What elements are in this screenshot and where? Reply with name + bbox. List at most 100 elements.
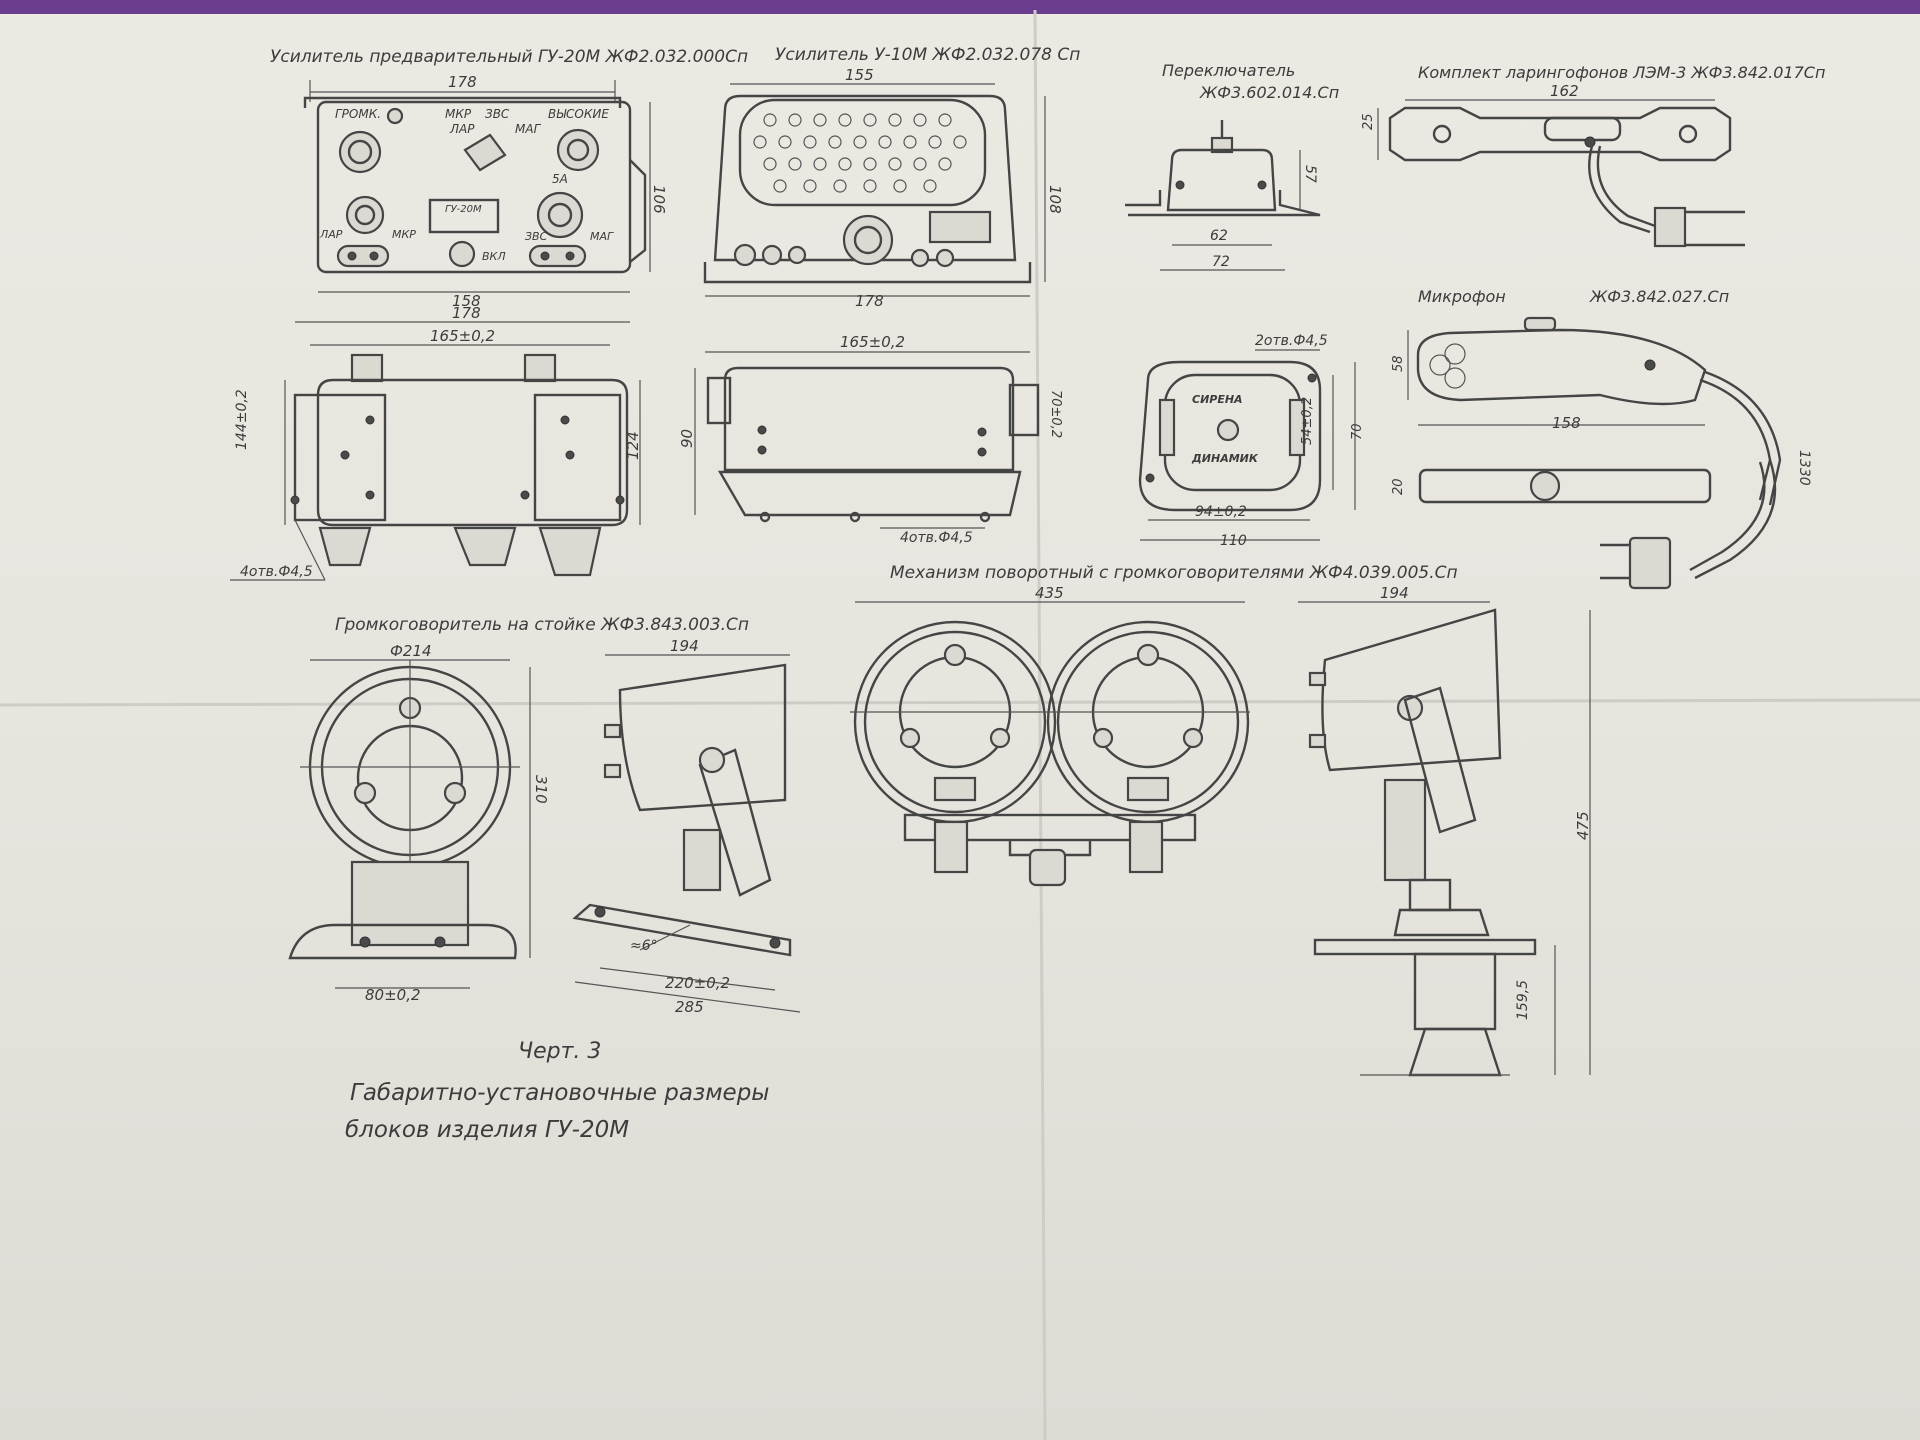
selector-knob [463, 133, 507, 172]
mic-side-height: 20 [1391, 478, 1406, 495]
preamp-front-panel [316, 100, 632, 274]
amp-group: Усилитель У-10М ЖФ2.032.078 Сп 155 108 1… [678, 45, 1080, 546]
mic-cable-length: 1330 [1796, 450, 1812, 486]
caption-group: Черт. 3 Габаритно-установочные размеры б… [345, 1039, 769, 1143]
speaker-mount-spacing: 220±0,2 [665, 974, 730, 992]
speaker-stand [350, 860, 470, 947]
caption-description-line2: блоков изделия ГУ-20М [345, 1117, 629, 1143]
mechanism-group: Механизм поворотный с громкоговорителями… [850, 563, 1592, 1077]
mechanism-side-horn [1321, 608, 1502, 772]
speaker-height: 310 [532, 775, 550, 804]
speaker-angle: ≈6° [630, 938, 658, 954]
laryngo-length: 162 [1550, 82, 1579, 100]
mechanism-title: Механизм поворотный с громкоговорителями… [890, 563, 1458, 583]
amp-top-holes: 4отв.Ф4,5 [900, 530, 973, 546]
speaker-group: Громкоговоритель на стойке ЖФ3.843.003.С… [288, 615, 801, 1016]
caption-description-line1: Габаритно-установочные размеры [350, 1080, 769, 1106]
switch-top-holes: 2отв.Ф4,5 [1255, 333, 1328, 349]
paper-sheet [0, 14, 1920, 1440]
mic-plug [1628, 536, 1672, 590]
speaker-length: 285 [675, 998, 704, 1016]
microphone-body [1416, 328, 1707, 406]
switch-toggle [1216, 418, 1240, 442]
speaker-side-base [572, 903, 792, 957]
laryngo-title: Комплект ларингофонов ЛЭМ-3 ЖФ3.842.017С… [1418, 63, 1825, 82]
switch-top-w2: 110 [1220, 533, 1247, 549]
amp-front-width-top: 155 [845, 66, 874, 84]
preamp-top-hole-height: 144±0,2 [234, 389, 250, 450]
amp-vent-holes [753, 113, 967, 193]
svg-text:ЗВС: ЗВС [485, 107, 510, 121]
laryngophone-strap [1388, 106, 1732, 162]
amp-top-width: 165±0,2 [840, 333, 905, 351]
amp-vent-panel [738, 98, 987, 207]
amp-front-height: 108 [1046, 185, 1064, 214]
switch-top-h1: 54±0,2 [1300, 397, 1315, 445]
svg-text:ВЫСОКИЕ: ВЫСОКИЕ [548, 107, 609, 121]
switch-label-dinamik: ДИНАМИК [1191, 452, 1259, 465]
amp-main-connector [842, 214, 894, 266]
preamp-top-width-outer: 178 [452, 304, 481, 322]
speaker-side-horn [618, 663, 787, 812]
preamp-top-body [316, 378, 629, 527]
speaker-depth: 194 [670, 637, 699, 655]
switch-front-w1: 62 [1210, 228, 1228, 244]
tone-knob [556, 128, 600, 172]
switch-front-body [1166, 148, 1277, 212]
preamp-top-width-inner: 165±0,2 [430, 327, 495, 345]
svg-text:ВКЛ: ВКЛ [482, 250, 506, 263]
switch-front-height: 57 [1302, 165, 1318, 183]
amp-top-side: 70±0,2 [1048, 390, 1063, 438]
switch-title-line2: ЖФ3.602.014.Сп [1199, 83, 1339, 102]
mic-height: 58 [1391, 355, 1406, 372]
caption-sheet-number: Черт. 3 [518, 1039, 601, 1064]
preamp-connector-right [538, 526, 602, 577]
amp-front-width-bottom: 178 [855, 292, 884, 310]
svg-text:МАГ: МАГ [515, 122, 542, 136]
svg-text:ЗВС: ЗВС [525, 230, 548, 243]
preamp-top-side: 124 [624, 431, 642, 460]
preamp-front-width-top: 178 [448, 73, 477, 91]
svg-text:ЛАР: ЛАР [449, 122, 475, 136]
svg-text:МКР: МКР [392, 228, 416, 241]
mechanism-deck-plate [1313, 938, 1537, 956]
laryngo-plug [1653, 206, 1687, 248]
switch-front-w2: 72 [1212, 254, 1230, 270]
mechanism-bracket-arm [1403, 686, 1477, 834]
mechanism-crossbar [903, 813, 1197, 842]
switch-title-line1: Переключатель [1162, 61, 1295, 80]
preamp-front-width-bottom: 158 [452, 292, 481, 310]
switch-group: Переключатель ЖФ3.602.014.Сп 57 62 72 2о… [1125, 61, 1365, 549]
speaker-diameter: Ф214 [390, 642, 432, 660]
amp-front-body [713, 94, 1017, 262]
speaker-title: Громкоговоритель на стойке ЖФ3.843.003.С… [335, 615, 749, 635]
mic-title: Микрофон [1418, 287, 1506, 306]
amp-title: Усилитель У-10М ЖФ2.032.078 Сп [775, 45, 1080, 65]
svg-text:ЛАР: ЛАР [319, 228, 343, 241]
preamp-badge: ГУ-20М [445, 204, 482, 215]
svg-text:МКР: МКР [445, 107, 472, 121]
speaker-side-mount [682, 828, 722, 892]
preamp-label-gromk: ГРОМК. [335, 107, 381, 121]
amp-badge [928, 210, 992, 244]
preamp-top-holes: 4отв.Ф4,5 [240, 564, 313, 580]
laryngo-group: Комплект ларингофонов ЛЭМ-3 ЖФ3.842.017С… [1361, 63, 1825, 248]
preamp-mount-plate-right [533, 393, 622, 522]
preamp-group: Усилитель предварительный ГУ-20М ЖФ2.032… [230, 47, 748, 581]
fold-line-vertical [1033, 9, 1047, 1440]
volume-knob [338, 130, 382, 174]
svg-text:5А: 5А [552, 172, 568, 186]
preamp-connector-left [318, 526, 372, 567]
laryngo-height: 25 [1361, 113, 1376, 130]
fold-line-horizontal [0, 698, 1920, 707]
amp-top-height: 90 [678, 429, 696, 448]
mechanism-height: 475 [1574, 811, 1592, 840]
laryngo-cable [1588, 145, 1651, 234]
mechanism-mount-stack [1383, 778, 1427, 882]
switch-top-body [1138, 360, 1322, 512]
svg-text:МАГ: МАГ [590, 230, 614, 243]
power-switch [448, 240, 476, 268]
microphone-side [1418, 468, 1712, 504]
amp-top-body [723, 366, 1015, 472]
